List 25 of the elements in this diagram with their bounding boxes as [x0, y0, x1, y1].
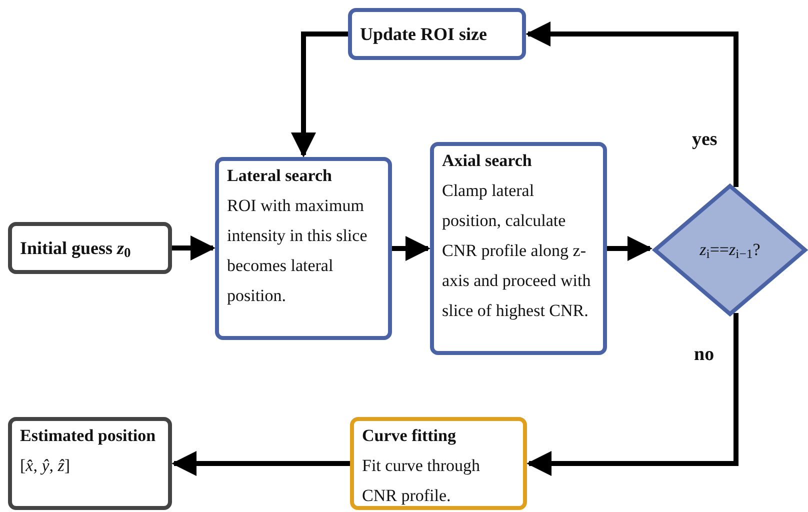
process-box [8, 222, 172, 274]
arrow [607, 236, 652, 261]
process-box [215, 157, 392, 340]
box-heading: Initial guess z$_{0}$ [20, 237, 132, 262]
process-box [350, 417, 527, 510]
box-text: Fit curve through CNR profile. [362, 455, 482, 507]
box-text: ROI with maximum intensity in this slice becomes lateral position. [227, 195, 368, 307]
arrow [172, 451, 350, 476]
box-heading: Update ROI size [360, 23, 488, 46]
decision-diamond [652, 183, 808, 317]
box-text: Clamp lateral position, calculate CNR profile along z-axis and proceed with slice of highest CNR. [442, 180, 592, 322]
process-box [348, 8, 526, 60]
process-box [8, 417, 172, 510]
box-heading: Axial search [442, 150, 533, 172]
arrow [291, 32, 348, 158]
arrow [526, 22, 738, 187]
arrow [526, 313, 738, 476]
box-heading: Estimated position [20, 425, 157, 447]
box-heading: Curve fitting [362, 425, 457, 447]
arrow [172, 236, 216, 260]
box-text: [x̂, ŷ, ẑ] [20, 455, 72, 477]
arrow [392, 236, 430, 261]
process-box [430, 142, 607, 355]
decision-text: z$_{i}$==z$_{i−1}$? [700, 239, 760, 263]
box-heading: Lateral search [227, 165, 333, 187]
